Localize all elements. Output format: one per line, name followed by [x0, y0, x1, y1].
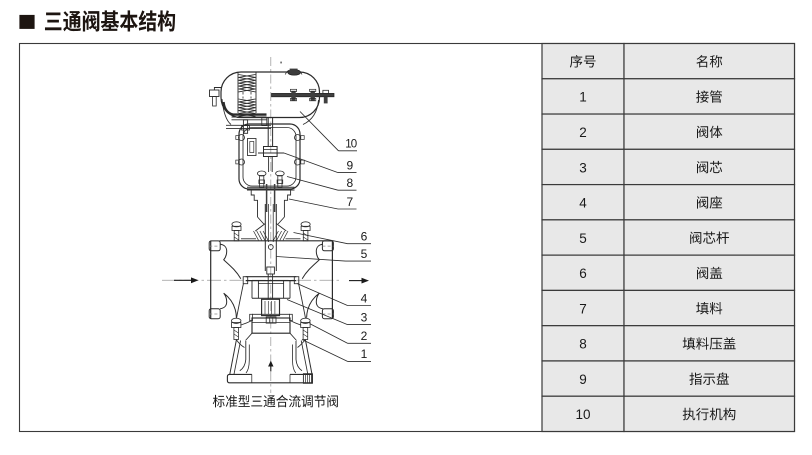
svg-text:1: 1 [361, 347, 368, 361]
svg-text:5: 5 [361, 247, 368, 261]
svg-text:10: 10 [575, 407, 590, 422]
svg-text:6: 6 [579, 266, 587, 281]
svg-text:8: 8 [579, 337, 587, 352]
svg-text:7: 7 [579, 301, 587, 316]
svg-text:9: 9 [346, 158, 353, 172]
svg-text:8: 8 [346, 176, 353, 190]
svg-text:2: 2 [579, 125, 587, 140]
svg-text:5: 5 [579, 231, 587, 246]
svg-text:3: 3 [579, 160, 587, 175]
svg-text:1: 1 [579, 90, 587, 105]
svg-text:7: 7 [346, 195, 353, 209]
svg-text:6: 6 [361, 230, 368, 244]
svg-text:10: 10 [345, 139, 356, 151]
svg-text:9: 9 [579, 372, 587, 387]
svg-text:2: 2 [361, 329, 368, 343]
svg-text:4: 4 [579, 196, 587, 211]
svg-text:3: 3 [361, 310, 368, 324]
svg-text:4: 4 [361, 291, 368, 305]
